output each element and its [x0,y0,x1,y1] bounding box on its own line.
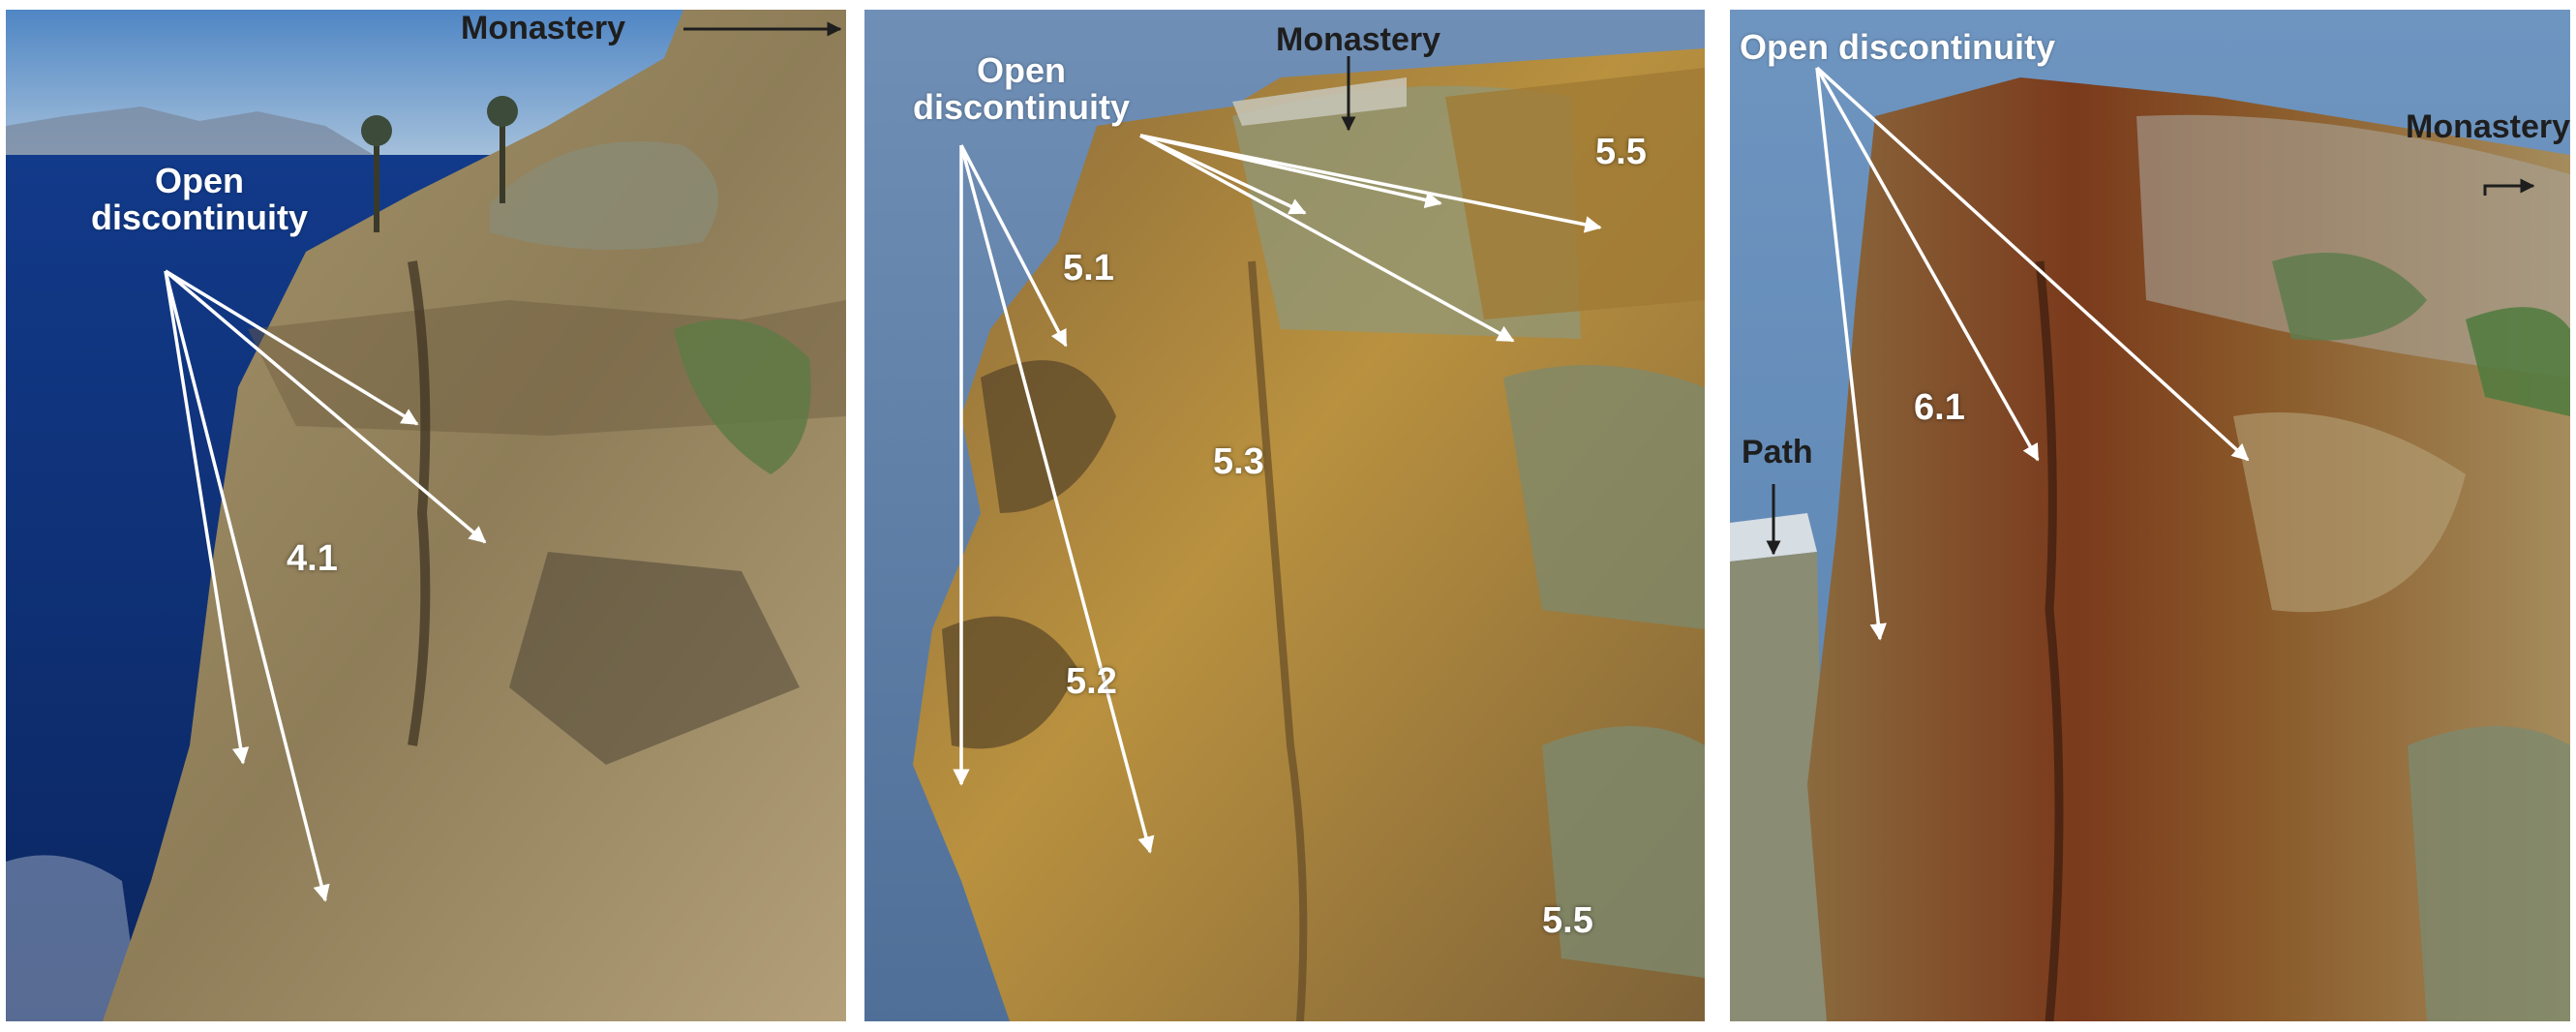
photo-panel-3: Monastery Open discontinuity Path 6.1 [1730,10,2570,1021]
cliff-photo-2 [864,10,1705,1021]
open-discontinuity-label: Open discontinuity [1740,27,2056,67]
block-label-6-1: 6.1 [1914,387,1965,428]
monastery-label: Monastery [461,10,626,46]
open-discontinuity-label: Open discontinuity [91,163,308,236]
monastery-label: Monastery [2406,108,2570,145]
block-label-5-5-bottom: 5.5 [1542,900,1593,941]
monastery-label: Monastery [1276,21,1441,58]
cliff-photo-3 [1730,10,2570,1021]
block-label-5-1: 5.1 [1063,248,1114,288]
path-label: Path [1742,434,1813,470]
cliff-photo-1 [6,10,846,1021]
block-label-5-5-top: 5.5 [1595,132,1647,172]
block-label-4-1: 4.1 [287,538,338,579]
open-discontinuity-line-1: Open [154,161,244,200]
block-label-5-3: 5.3 [1213,441,1264,482]
photo-panel-2: Monastery Open discontinuity 5.1 5.3 5.5… [864,10,1705,1021]
block-label-5-2: 5.2 [1066,661,1117,702]
open-discontinuity-label: Open discontinuity [913,52,1130,126]
open-discontinuity-line-2: discontinuity [91,197,308,237]
photo-panel-1: Monastery Open discontinuity 4.1 [6,10,846,1021]
open-discontinuity-line-1: Open [976,50,1066,90]
open-discontinuity-line-2: discontinuity [913,86,1130,127]
